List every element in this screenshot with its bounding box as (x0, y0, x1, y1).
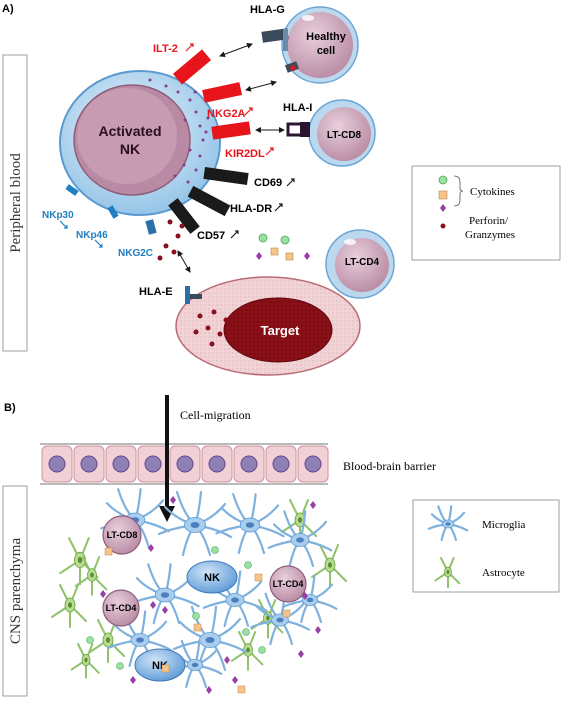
migration-arrowhead (159, 506, 175, 522)
microglia-cell (215, 493, 285, 555)
bbb-label: Blood-brain barrier (343, 459, 436, 473)
perforin-icon (440, 223, 446, 229)
cns-nk-1: NK (186, 560, 238, 594)
migration-label: Cell-migration (180, 408, 251, 422)
released-granules (157, 219, 185, 261)
glia-cells (51, 488, 347, 689)
interaction-arrows (177, 42, 285, 273)
endothelial-cell (297, 445, 329, 483)
legend-microglia: Microglia (482, 519, 525, 531)
activated-nk-cell: Activated NK (59, 70, 221, 216)
cns-lt-cd8-label: LT-CD8 (107, 530, 138, 540)
legend-a: Cytokines Perforin/ Granzymes (411, 165, 561, 261)
endothelial-cell (137, 445, 169, 483)
cytokine-orange-icon (438, 190, 448, 200)
receptor-nkp30: NKp30 (42, 210, 74, 221)
astrocyte-cell (70, 643, 100, 679)
cns-nk-1-label: NK (204, 572, 220, 584)
upregulation-arrows-black (230, 178, 295, 239)
cns-nk-2: NK (134, 648, 186, 682)
inhibitory-receptors (172, 49, 251, 140)
panel-b-label: B) (4, 402, 16, 414)
microglia-cell (130, 563, 200, 625)
microglia-icon (427, 505, 469, 542)
marker-cd57: CD57 (197, 230, 225, 242)
cns-lt-cd8: LT-CD8 (102, 515, 142, 555)
hla-g-label: HLA-G (250, 4, 285, 16)
blood-brain-barrier (40, 443, 329, 485)
panel-a-label: A) (2, 3, 14, 15)
astrocyte-cell (51, 584, 87, 628)
endothelial-cell (105, 445, 137, 483)
receptor-kir2dl: KIR2DL (225, 148, 265, 160)
cns-lt-cd4-2: LT-CD4 (269, 565, 307, 603)
receptor-ilt2: ILT-2 (153, 43, 178, 55)
activation-markers (168, 166, 249, 234)
upregulation-arrows-red (185, 43, 274, 156)
endothelial-cell (265, 445, 297, 483)
healthy-cell-label-1: Healthy (306, 31, 347, 43)
microglia-cell (250, 592, 310, 646)
cns-lt-cd4-1-label: LT-CD4 (106, 603, 137, 613)
astrocyte-cell (230, 631, 264, 671)
endothelial-cell (169, 445, 201, 483)
cns-lt-cd4-2-label: LT-CD4 (273, 579, 304, 589)
hla-i-label: HLA-I (283, 102, 312, 114)
marker-hla-dr: HLA-DR (230, 203, 272, 215)
nk-label-2: NK (120, 141, 140, 157)
lt-cd8-cell: LT-CD8 (286, 99, 376, 167)
receptor-nkg2c: NKG2C (118, 248, 153, 259)
marker-cd69: CD69 (254, 177, 282, 189)
endothelial-cell (233, 445, 265, 483)
cns-parenchyma-label: CNS parenchyma (8, 538, 24, 645)
microglia-cell (427, 505, 469, 542)
healthy-cell: Healthy cell (261, 6, 359, 84)
lt-cd4-label: LT-CD4 (345, 257, 380, 268)
astrocyte-cell (311, 544, 347, 588)
cytokine-green-icon (438, 175, 448, 185)
hla-e-label: HLA-E (139, 286, 173, 298)
nk-label-1: Activated (98, 123, 161, 139)
panel-b-side-box: CNS parenchyma (2, 485, 28, 697)
activating-receptors (65, 184, 157, 235)
microglia-cell (157, 490, 233, 557)
microglia-cell (172, 605, 248, 672)
floating-cytokines-a (256, 233, 310, 261)
target-cell: Target (175, 276, 361, 376)
legend-astrocyte: Astrocyte (482, 567, 525, 579)
nk-granules (148, 78, 210, 184)
peripheral-blood-label: Peripheral blood (8, 153, 24, 253)
upregulation-arrows-blue (59, 220, 103, 248)
legend-perforin-1: Perforin/ (469, 215, 509, 227)
endothelial-cell (41, 445, 73, 483)
astrocyte-cell (434, 557, 461, 589)
astrocyte-cell (74, 556, 108, 596)
receptor-nkp46: NKp46 (76, 230, 108, 241)
lt-cd4-cell: LT-CD4 (325, 229, 395, 299)
legend-b: Microglia Astrocyte (412, 499, 560, 593)
endothelial-cell (201, 445, 233, 483)
endothelial-cell (73, 445, 105, 483)
astrocyte-icon (434, 557, 461, 589)
cytokine-purple-icon (440, 204, 446, 212)
legend-cytokines: Cytokines (470, 186, 515, 198)
legend-perforin-2: Granzymes (465, 229, 515, 241)
healthy-cell-label-2: cell (317, 45, 335, 57)
receptor-nkg2a: NKG2A (207, 108, 246, 120)
lt-cd8-label: LT-CD8 (327, 130, 362, 141)
microglia-cell (267, 510, 333, 568)
panel-a-side-box: Peripheral blood (2, 54, 28, 352)
cns-lt-cd4-1: LT-CD4 (102, 589, 140, 627)
target-label: Target (261, 323, 300, 338)
floating-cytokines-b (86, 496, 321, 694)
